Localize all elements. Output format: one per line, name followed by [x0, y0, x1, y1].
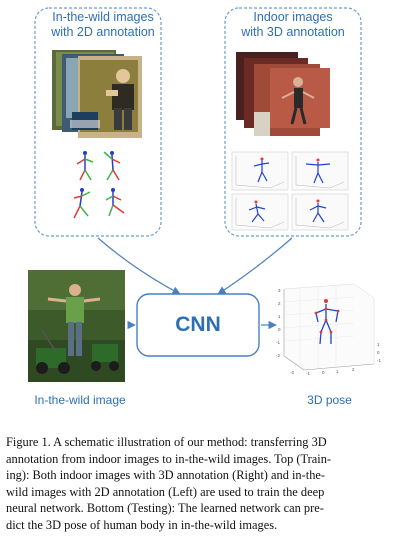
input-wild-photo [28, 270, 125, 382]
label-wild-image: In-the-wild image [34, 393, 126, 407]
arrow-from-2d [97, 237, 181, 295]
svg-text:2: 2 [352, 367, 355, 372]
svg-text:0: 0 [322, 370, 325, 375]
cnn-box [136, 293, 260, 357]
indoor-3d-group-frame [224, 7, 362, 237]
pose-3d-thumb-4 [291, 193, 349, 231]
svg-text:-2: -2 [290, 370, 294, 375]
svg-text:-1: -1 [276, 340, 280, 345]
label-3d-pose: 3D pose [307, 393, 352, 407]
figure-caption: Figure 1. A schematic illustration of ou… [6, 434, 403, 533]
svg-text:-1: -1 [306, 371, 310, 376]
svg-text:-2: -2 [276, 353, 280, 358]
indoor-photo-stack [236, 52, 330, 136]
caption-line: Figure 1. A schematic illustration of ou… [6, 435, 327, 449]
label-wild-2d-line2: with 2D annotation [51, 25, 155, 39]
pose-3d-thumb-1 [231, 151, 289, 191]
output-pose-3d-plot: 3 2 1 0 -1 -2 -2 -1 0 1 2 -1 0 1 [276, 283, 381, 376]
caption-line: wild images with 2D annotation (Left) ar… [6, 484, 325, 499]
caption-line: annotation from indoor images to in-the-… [6, 451, 332, 466]
label-wild-2d-line1: In-the-wild images [52, 10, 154, 24]
svg-text:1: 1 [336, 369, 339, 374]
arrow-from-3d [217, 237, 293, 295]
svg-text:3: 3 [278, 288, 281, 293]
skeleton-2d-1 [76, 151, 94, 181]
svg-text:-1: -1 [377, 358, 381, 363]
label-indoor-3d: Indoor images with 3D annotation [228, 10, 358, 40]
pose-3d-thumb-2 [291, 151, 349, 191]
skeleton-2d-3 [73, 188, 91, 219]
label-indoor-3d-line1: Indoor images [253, 10, 333, 24]
svg-text:0: 0 [278, 327, 281, 332]
caption-line: dict the 3D pose of human body in in-the… [6, 517, 278, 532]
svg-text:1: 1 [377, 342, 380, 347]
cnn-label: CNN [175, 313, 221, 336]
svg-text:1: 1 [278, 314, 281, 319]
label-wild-2d: In-the-wild images with 2D annotation [40, 10, 166, 40]
wild-photo-stack [52, 50, 142, 138]
label-indoor-3d-line2: with 3D annotation [241, 25, 345, 39]
skeleton-2d-4 [105, 188, 125, 217]
schematic-figure: 3 2 1 0 -1 -2 -2 -1 0 1 2 -1 0 1 [28, 7, 381, 382]
wild-2d-group-frame [34, 7, 162, 237]
skeleton-2d-2 [103, 151, 121, 181]
pose-3d-thumb-3 [231, 193, 289, 231]
svg-text:2: 2 [278, 301, 281, 306]
caption-line: neural network. Bottom (Testing): The le… [6, 501, 324, 515]
svg-text:0: 0 [377, 350, 380, 355]
caption-line: ing): Both indoor images with 3D annotat… [6, 468, 326, 482]
